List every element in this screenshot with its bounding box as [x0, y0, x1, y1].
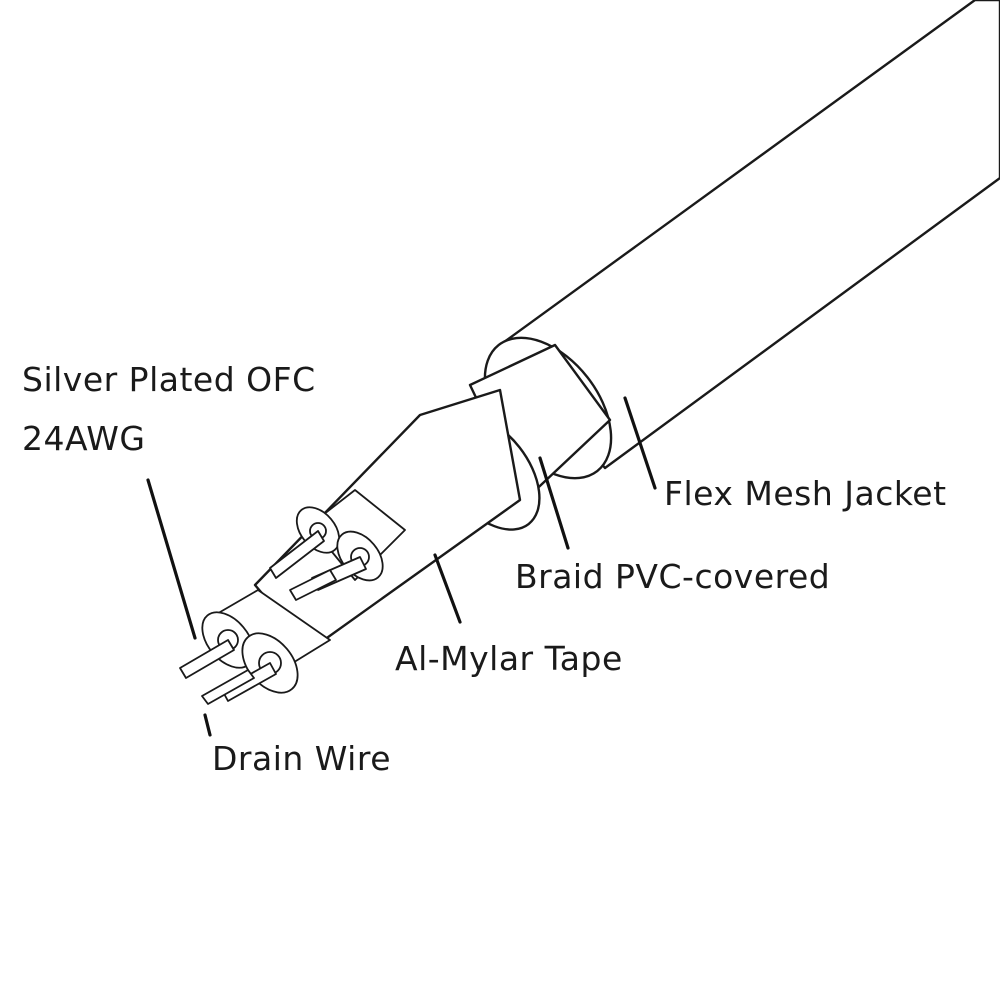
- label-braid: Braid PVC-covered: [515, 557, 831, 596]
- leader-mylar-tape: [433, 553, 462, 624]
- leader-jacket: [623, 396, 657, 490]
- leader-conductor: [146, 478, 197, 640]
- label-mylar-tape: Al-Mylar Tape: [395, 639, 623, 678]
- label-conductor-line2: 24AWG: [22, 419, 146, 458]
- upper-wire-pair: [269, 489, 406, 601]
- label-drain-wire: Drain Wire: [212, 739, 391, 778]
- leader-braid: [538, 456, 570, 550]
- label-jacket: Flex Mesh Jacket: [664, 474, 947, 513]
- lower-wire-pair: [179, 589, 331, 702]
- drain-wire: [201, 669, 255, 705]
- label-conductor-line1: Silver Plated OFC: [22, 360, 316, 399]
- leader-drain-wire: [203, 713, 212, 737]
